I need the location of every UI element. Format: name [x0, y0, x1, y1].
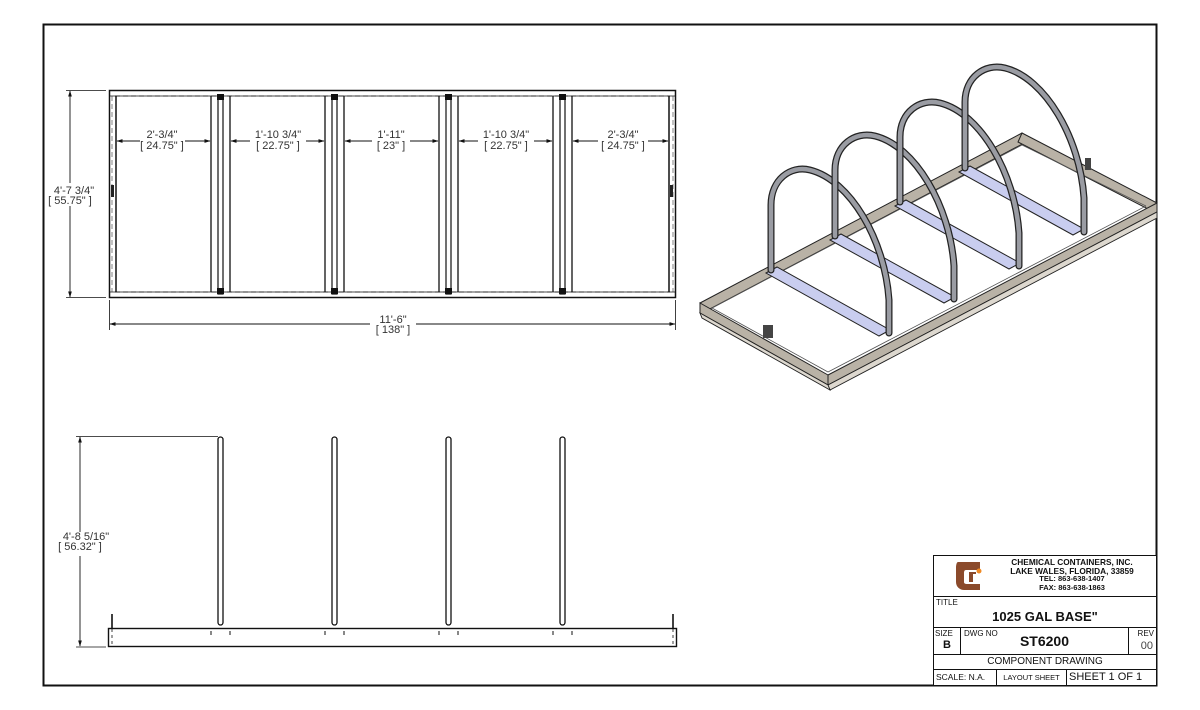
svg-text:[ 55.75" ]: [ 55.75" ] — [48, 195, 92, 207]
overall-depth-dimension: 4'-7 3/4" [ 55.75" ] — [48, 90, 106, 298]
cross-member — [210, 94, 231, 295]
rev-value: 00 — [1140, 640, 1153, 652]
rev-cell: REV 00 — [1129, 628, 1156, 654]
company-fax: FAX: 863-638-1863 — [1039, 582, 1105, 592]
svg-text:[ 24.75" ]: [ 24.75" ] — [601, 140, 645, 152]
size-value: B — [943, 639, 951, 651]
size-cell: SIZE B — [934, 628, 961, 654]
svg-text:[ 138" ]: [ 138" ] — [376, 324, 410, 336]
title-block: CHEMICAL CONTAINERS, INC. LAKE WALES, FL… — [933, 555, 1157, 686]
svg-text:2'-3/4": 2'-3/4" — [607, 129, 638, 141]
cross-member — [324, 94, 345, 295]
svg-text:1'-10 3/4": 1'-10 3/4" — [255, 129, 301, 141]
sheet-border — [42, 23, 1158, 687]
arch-upright — [324, 436, 345, 635]
company-tel: TEL: 863-638-1407 — [1039, 574, 1105, 584]
arch-upright — [438, 436, 459, 635]
title-label: TITLE — [936, 598, 958, 607]
svg-text:11'-6": 11'-6" — [379, 314, 406, 326]
company-block: CHEMICAL CONTAINERS, INC. LAKE WALES, FL… — [934, 556, 1156, 597]
scale-row: SCALE: N.A. LAYOUT SHEET SHEET 1 OF 1 — [934, 670, 1156, 686]
dwg-no-label: DWG NO — [964, 629, 998, 638]
company-name: CHEMICAL CONTAINERS, INC. — [1011, 557, 1133, 567]
svg-text:2'-3/4": 2'-3/4" — [146, 129, 177, 141]
bay-dimension-4: 1'-10 3/4" [ 22.75" ] — [458, 129, 553, 152]
arch-upright — [210, 436, 231, 635]
arch-upright — [552, 436, 573, 635]
svg-text:4'-8 5/16": 4'-8 5/16" — [63, 531, 109, 543]
bay-dimension-5: 2'-3/4" [ 24.75" ] — [572, 129, 669, 152]
isometric-view — [699, 63, 1158, 392]
bay-dimension-3: 1'-11" [ 23" ] — [344, 129, 439, 152]
bay-dimension-2: 1'-10 3/4" [ 22.75" ] — [230, 129, 325, 152]
drawing-type: COMPONENT DRAWING — [934, 655, 1156, 670]
scale-value: SCALE: N.A. — [934, 670, 997, 686]
top-view: 2'-3/4" [ 24.75" ] 1'-10 3/4" [ 22.75" ]… — [48, 89, 677, 336]
side-view: 4'-8 5/16" [ 56.32" ] — [58, 436, 678, 648]
title-row: TITLE 1025 GAL BASE" — [934, 597, 1156, 628]
overall-width-dimension: 11'-6" [ 138" ] — [109, 300, 676, 336]
svg-text:1'-11": 1'-11" — [377, 129, 404, 141]
company-address: LAKE WALES, FLORIDA, 33859 — [1010, 565, 1134, 576]
svg-text:[ 22.75" ]: [ 22.75" ] — [256, 140, 300, 152]
company-logo-icon — [956, 562, 982, 590]
svg-text:[ 22.75" ]: [ 22.75" ] — [484, 140, 528, 152]
drawing-title: 1025 GAL BASE" — [992, 609, 1098, 624]
svg-text:[ 24.75" ]: [ 24.75" ] — [140, 140, 184, 152]
overall-height-dimension: 4'-8 5/16" [ 56.32" ] — [58, 436, 218, 648]
dwg-row: SIZE B DWG NO ST6200 REV 00 — [934, 628, 1156, 655]
cross-member — [438, 94, 459, 295]
cross-member — [552, 94, 573, 295]
sheet-value: SHEET 1 OF 1 — [1069, 671, 1143, 683]
rev-label: REV — [1137, 629, 1154, 638]
bay-dimension-1: 2'-3/4" [ 24.75" ] — [116, 129, 211, 152]
svg-text:4'-7 3/4": 4'-7 3/4" — [54, 185, 94, 197]
dwg-no-value: ST6200 — [1019, 633, 1070, 649]
size-label: SIZE — [935, 629, 953, 638]
svg-text:[ 56.32" ]: [ 56.32" ] — [58, 541, 102, 553]
dwg-no-cell: DWG NO ST6200 — [961, 628, 1129, 654]
svg-text:[ 23" ]: [ 23" ] — [377, 140, 405, 152]
svg-text:1'-10 3/4": 1'-10 3/4" — [483, 129, 529, 141]
layout-value: LAYOUT SHEET — [997, 670, 1067, 686]
